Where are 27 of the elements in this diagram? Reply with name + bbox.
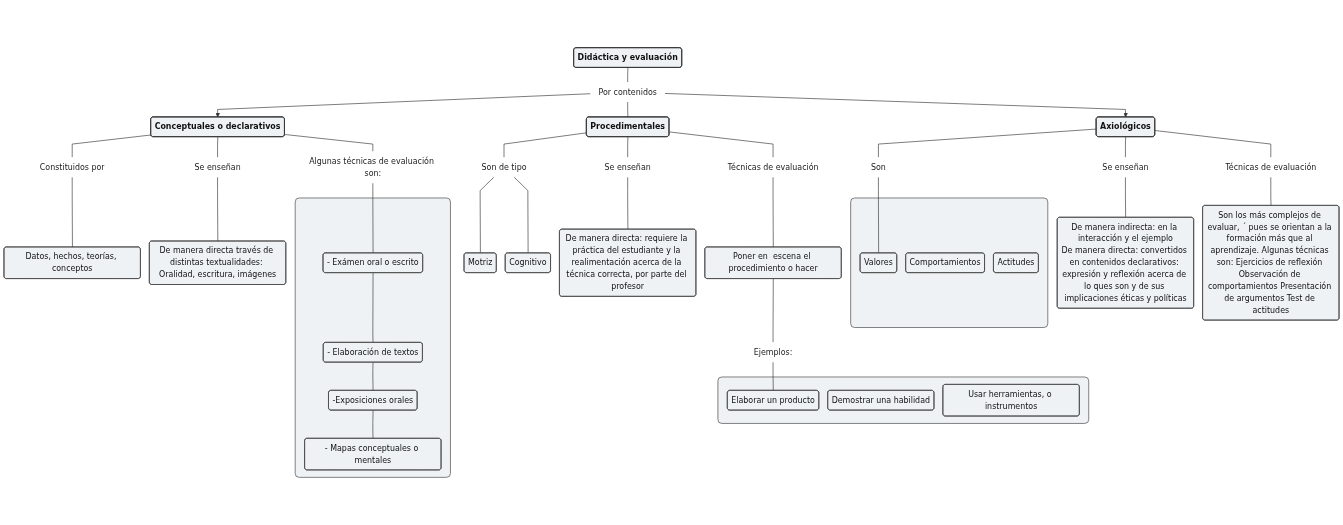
connector [284, 134, 374, 152]
connector [71, 134, 152, 158]
connector [668, 131, 774, 158]
cluster [717, 376, 1090, 424]
cluster [850, 197, 1049, 328]
connector [217, 176, 219, 242]
cluster [294, 197, 451, 478]
connector [1125, 176, 1126, 218]
connector [627, 176, 629, 230]
connector [627, 136, 629, 158]
connector [372, 410, 374, 439]
connector [772, 176, 774, 248]
connector [479, 176, 495, 254]
connector [372, 272, 374, 343]
connector [627, 67, 629, 83]
connector [878, 176, 879, 254]
connector [1154, 130, 1272, 158]
connector [372, 182, 374, 254]
connector [503, 132, 587, 158]
connector [372, 362, 374, 391]
connector [772, 361, 774, 391]
connector [217, 136, 219, 158]
connector [71, 176, 73, 248]
connector [1125, 136, 1126, 158]
connector [513, 176, 529, 254]
connector [878, 128, 1097, 158]
connector [772, 278, 774, 343]
